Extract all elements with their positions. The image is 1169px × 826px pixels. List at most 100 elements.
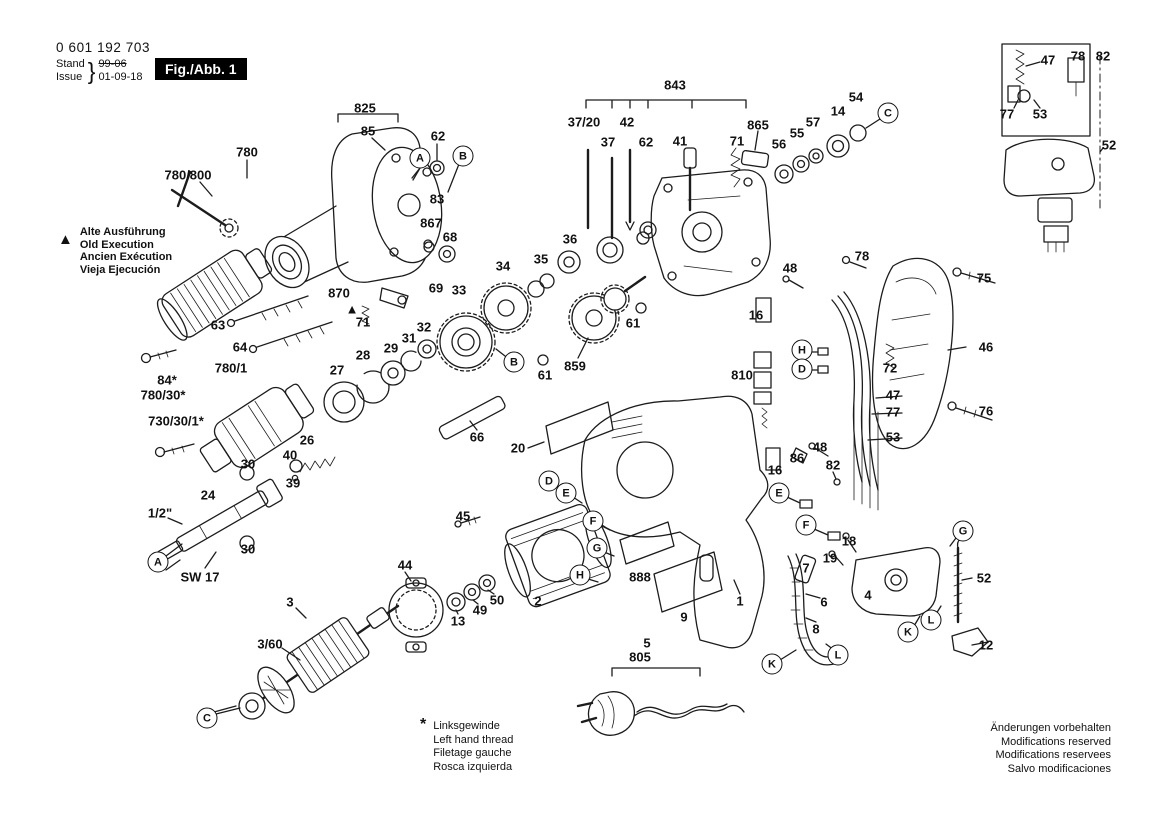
part-label: 75: [976, 270, 992, 286]
part-label: 870: [328, 285, 350, 301]
part-label: 86: [789, 450, 805, 466]
reference-balloon: K: [897, 621, 919, 643]
mods-line-es: Salvo modificaciones: [1007, 762, 1111, 775]
reference-balloon: E: [555, 482, 577, 504]
part-label: 47: [885, 387, 901, 403]
part-label: 41: [672, 133, 688, 149]
part-label: 780/1: [214, 360, 248, 376]
part-label: 29: [383, 340, 399, 356]
part-label: 28: [355, 347, 371, 363]
reference-balloon: A: [147, 551, 169, 573]
title-block: 0 601 192 703 Stand Issue } 99-06 01-09-…: [56, 40, 150, 84]
reference-balloon: A: [409, 147, 431, 169]
part-label: 5: [643, 635, 651, 651]
part-label: 47: [1040, 52, 1056, 68]
part-label: 27: [329, 362, 345, 378]
part-label: 859: [564, 358, 586, 374]
part-label: 49: [472, 602, 488, 618]
part-label: 63: [210, 317, 226, 333]
part-label: 805: [629, 649, 651, 665]
part-label: 48: [812, 439, 828, 455]
part-label: 37/20: [567, 114, 601, 130]
part-label: 68: [442, 229, 458, 245]
part-label: 14: [830, 103, 846, 119]
part-label: 780/800: [164, 167, 212, 183]
part-label: 62: [430, 128, 446, 144]
reference-balloon: C: [877, 102, 899, 124]
part-label: 84*: [157, 372, 177, 388]
old-execution-note: ▲ Alte Ausführung Old Execution Ancien E…: [58, 226, 172, 276]
part-label: 867: [420, 215, 442, 231]
modifications-note: Änderungen vorbehalten Modifications res…: [991, 722, 1111, 776]
stand-label: Stand: [56, 58, 85, 70]
part-label: 55: [789, 125, 805, 141]
document-part-number: 0 601 192 703: [56, 40, 151, 55]
part-label: 76: [978, 403, 994, 419]
part-label: 810: [731, 367, 753, 383]
reference-balloon: L: [827, 644, 849, 666]
part-label: 865: [747, 117, 769, 133]
part-label: 34: [495, 258, 511, 274]
reference-balloon: F: [795, 514, 817, 536]
part-label: 1/2": [147, 505, 173, 521]
part-label: 18: [841, 533, 857, 549]
part-label: 9: [680, 609, 688, 625]
part-label: 69: [428, 280, 444, 296]
part-label: 61: [537, 367, 553, 383]
part-label: 85: [360, 123, 376, 139]
part-label: 77: [885, 404, 901, 420]
part-label: 30: [240, 541, 256, 557]
part-label: 82: [825, 457, 841, 473]
part-label: 46: [978, 339, 994, 355]
part-label: 40: [282, 447, 298, 463]
part-label: 66: [469, 429, 485, 445]
part-label: 32: [416, 319, 432, 335]
part-label: 64: [232, 339, 248, 355]
part-label: SW 17: [180, 569, 220, 585]
reference-balloon: H: [791, 339, 813, 361]
reference-balloon: G: [586, 537, 608, 559]
stand-issue-block: Stand Issue } 99-06 01-09-18: [56, 58, 150, 84]
part-label: 780: [236, 144, 258, 160]
part-label: 78: [1070, 48, 1086, 64]
mods-line-fr: Modifications reservees: [995, 749, 1111, 761]
reference-balloon: L: [920, 609, 942, 631]
part-label: 57: [805, 114, 821, 130]
part-label: 50: [489, 592, 505, 608]
part-label: 82: [1095, 48, 1111, 64]
part-label: 7: [802, 560, 810, 576]
stand-value: 99-06: [98, 58, 127, 70]
reference-balloon: K: [761, 653, 783, 675]
part-label: 20: [510, 440, 526, 456]
part-label: 71: [355, 314, 371, 330]
reference-balloon: F: [582, 510, 604, 532]
part-label: 72: [882, 360, 898, 376]
part-label: 16: [748, 307, 764, 323]
part-label: 71: [729, 133, 745, 149]
part-label: 45: [455, 508, 471, 524]
part-label: 1: [736, 593, 744, 609]
issue-label: Issue: [56, 71, 83, 83]
figure-label: Fig./Abb. 1: [155, 58, 247, 80]
part-label: 54: [848, 89, 864, 105]
part-label: 48: [782, 260, 798, 276]
part-label: 77: [999, 106, 1015, 122]
old-exec-line-de: Alte Ausführung: [79, 226, 166, 238]
reference-balloon: E: [768, 482, 790, 504]
warning-triangle-icon: ▲: [58, 231, 73, 248]
mods-line-en: Modifications reserved: [1000, 735, 1111, 748]
mods-line-de: Änderungen vorbehalten: [990, 722, 1111, 734]
reference-balloon: B: [452, 145, 474, 167]
footnote-line-en: Left hand thread: [433, 733, 514, 746]
part-label: 3: [286, 594, 294, 610]
old-exec-line-en: Old Execution: [79, 238, 154, 251]
part-label: 13: [450, 613, 466, 629]
part-label: 16: [767, 462, 783, 478]
part-label: 39: [285, 475, 301, 491]
part-label: 2: [534, 593, 542, 609]
part-label: 12: [978, 637, 994, 653]
part-label: 31: [401, 330, 417, 346]
issue-value: 01-09-18: [98, 71, 143, 83]
part-label: 53: [1032, 106, 1048, 122]
